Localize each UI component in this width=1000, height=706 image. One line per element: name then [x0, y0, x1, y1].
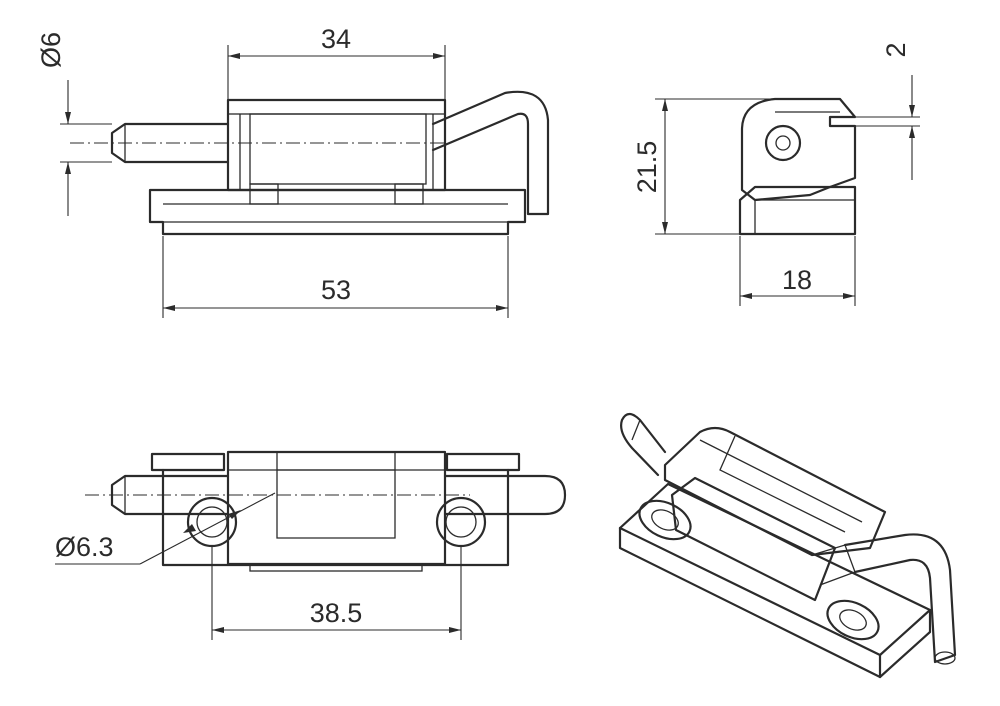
side-view: 21.5 2 18	[632, 42, 920, 306]
dim-diameter-6-3-label: Ø6.3	[55, 532, 114, 562]
dim-38-5-label: 38.5	[310, 598, 363, 628]
dim-34-label: 34	[321, 24, 351, 54]
front-view: Ø6.3 38.5	[55, 450, 567, 640]
top-view: 34 Ø6 53	[36, 24, 550, 318]
dim-21-5-label: 21.5	[632, 141, 662, 194]
dim-diameter-6-label: Ø6	[36, 32, 66, 68]
dim-18-label: 18	[782, 265, 812, 295]
dim-2-label: 2	[881, 42, 911, 57]
dim-53-label: 53	[321, 275, 351, 305]
isometric-view	[618, 412, 957, 679]
